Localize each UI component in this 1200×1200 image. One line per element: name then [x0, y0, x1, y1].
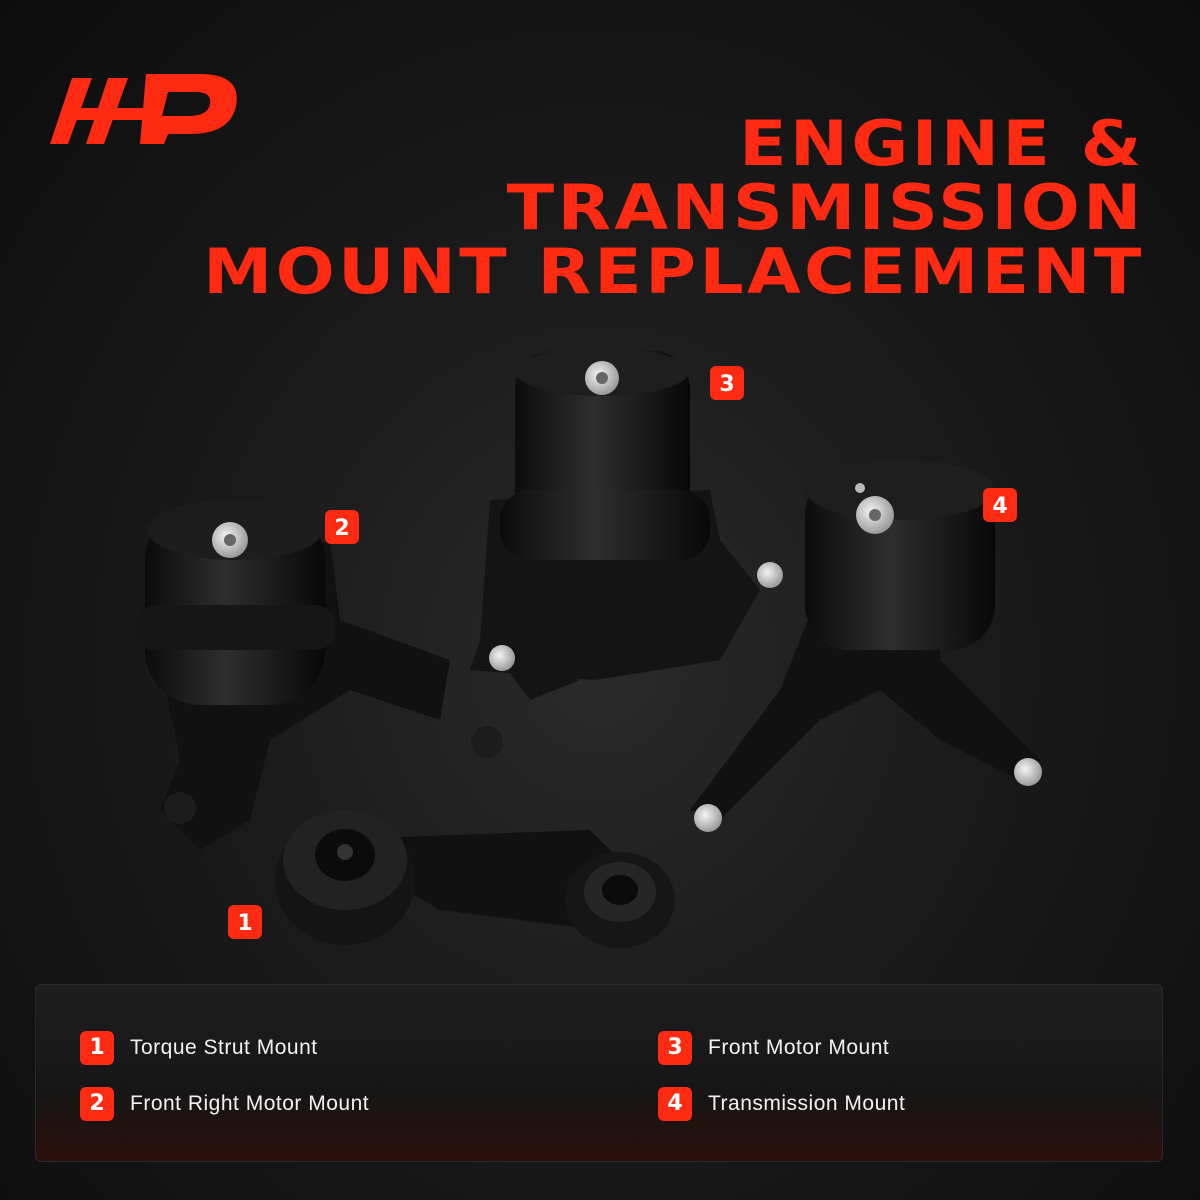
legend-item-transmission: 4 Transmission Mount — [658, 1087, 905, 1121]
headline-line-3: MOUNT REPLACEMENT — [203, 235, 1145, 308]
headline: ENGINE & TRANSMISSION MOUNT REPLACEMENT — [204, 112, 1146, 304]
legend-badge: 1 — [80, 1031, 114, 1065]
legend-item-torque-strut: 1 Torque Strut Mount — [80, 1031, 318, 1065]
legend-badge: 4 — [658, 1087, 692, 1121]
badge-2: 2 — [325, 510, 359, 544]
torque-strut-mount-image — [275, 810, 675, 948]
legend-label: Transmission Mount — [708, 1092, 906, 1115]
legend-item-front-right-motor: 2 Front Right Motor Mount — [80, 1087, 369, 1121]
front-motor-mount-image — [470, 348, 783, 700]
legend-label: Front Motor Mount — [708, 1036, 890, 1059]
front-right-motor-mount-image — [135, 500, 503, 850]
legend-badge: 2 — [80, 1087, 114, 1121]
legend-panel: 1 Torque Strut Mount 2 Front Right Motor… — [35, 984, 1163, 1162]
headline-line-1: ENGINE & — [739, 107, 1145, 180]
headline-line-2: TRANSMISSION — [507, 171, 1146, 244]
badge-2-label: 2 — [334, 516, 349, 541]
legend-item-front-motor: 3 Front Motor Mount — [658, 1031, 889, 1065]
badge-4: 4 — [983, 488, 1017, 522]
badge-3: 3 — [710, 366, 744, 400]
badge-4-label: 4 — [992, 494, 1007, 519]
product-illustration: 3 2 4 1 — [135, 348, 1042, 948]
badge-1-label: 1 — [237, 911, 252, 936]
brand-logo — [50, 74, 237, 144]
legend-label: Front Right Motor Mount — [130, 1092, 370, 1115]
badge-3-label: 3 — [719, 372, 734, 397]
transmission-mount-image — [690, 460, 1042, 832]
legend-badge: 3 — [658, 1031, 692, 1065]
legend-label: Torque Strut Mount — [130, 1036, 318, 1059]
badge-1: 1 — [228, 905, 262, 939]
